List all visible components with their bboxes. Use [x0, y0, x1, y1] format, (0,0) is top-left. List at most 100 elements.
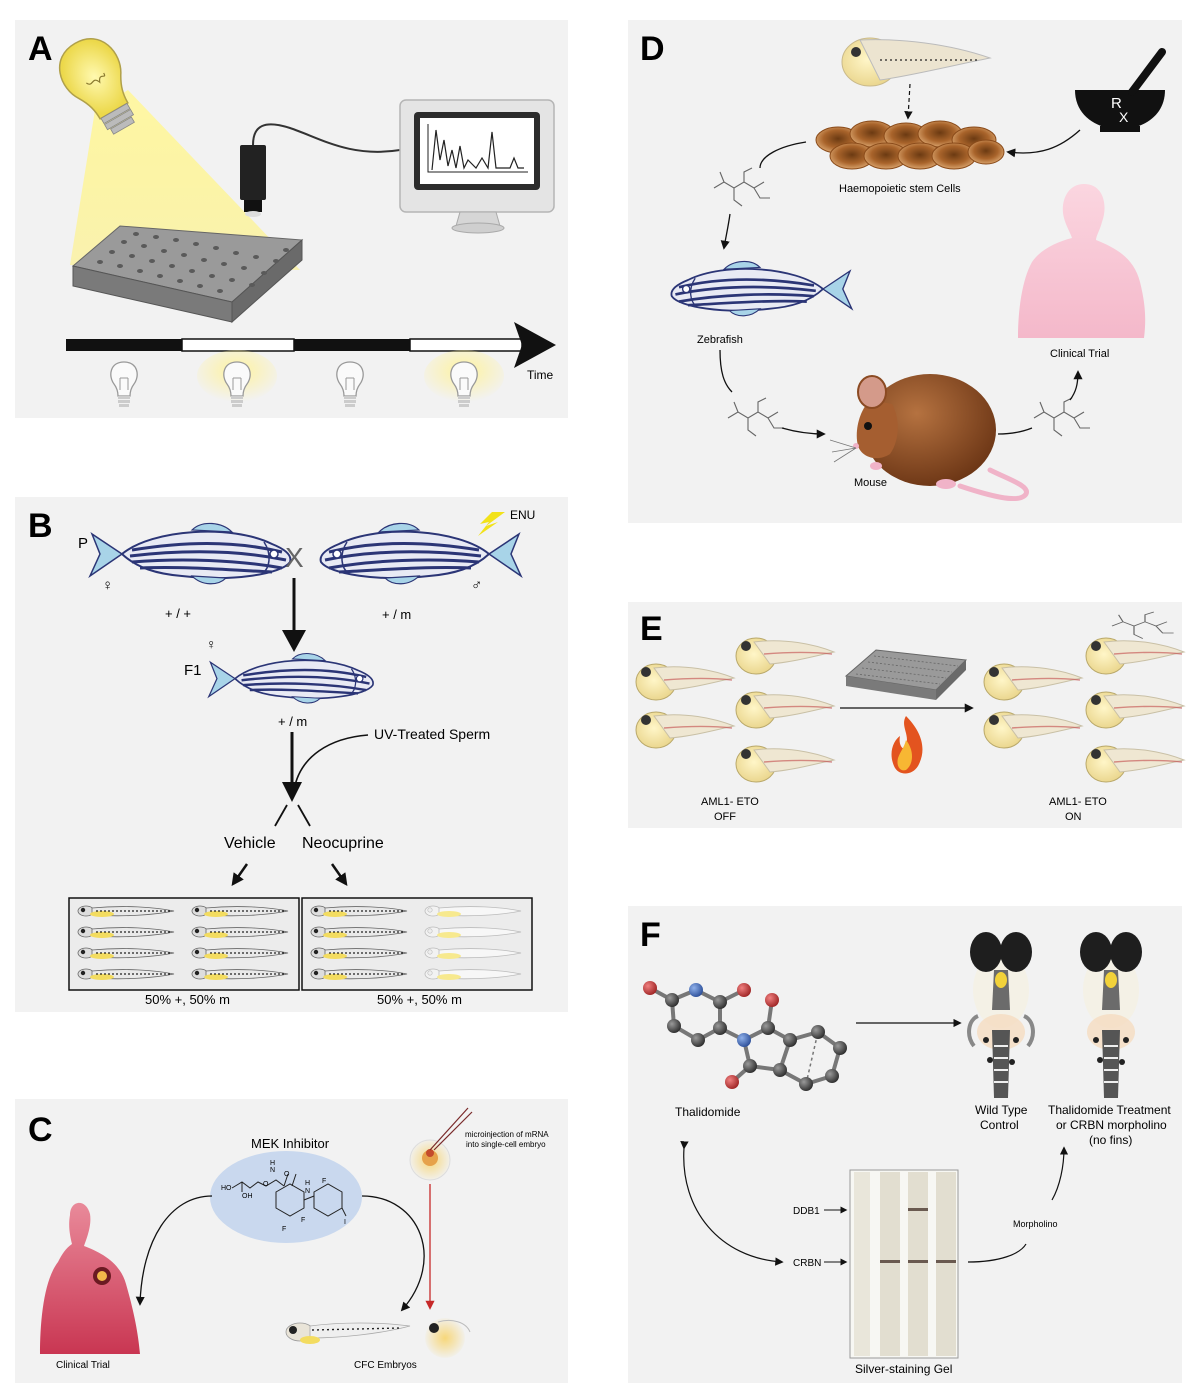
- microinjection-label-line2: into single-cell embryo: [466, 1140, 546, 1149]
- parent-genotype-right: + / m: [382, 607, 411, 622]
- chem-n-amide: N: [270, 1167, 275, 1174]
- mek-molecule-structure: [231, 1173, 347, 1217]
- split-line-right: [297, 804, 311, 827]
- cross-arrowhead: [282, 630, 306, 652]
- morpholino-line: [967, 1243, 1027, 1263]
- lightbulb-icon: [58, 38, 135, 135]
- time-label: Time: [527, 368, 554, 382]
- panel-a: A: [15, 20, 568, 418]
- generation-p-label: P: [78, 535, 88, 552]
- bulb-on-icon: [197, 350, 277, 408]
- aml1-eto-on-label: AML1- ETO: [1049, 796, 1107, 808]
- panel-e-letter: E: [640, 610, 663, 648]
- parent-genotype-left: + / +: [165, 606, 191, 621]
- chem-n-amine: N: [305, 1188, 310, 1195]
- chem-f-mid: F: [301, 1217, 305, 1224]
- panel-d-letter: D: [640, 30, 665, 68]
- zebrafish-larva-icon: [841, 37, 992, 87]
- aml1-eto-off-state: OFF: [714, 811, 736, 823]
- f1-genotype: + / m: [278, 714, 307, 729]
- thalidomide-crbn-arrow: [680, 1141, 784, 1266]
- clinical-trial-label: Clinical Trial: [1050, 348, 1109, 360]
- time-axis: [66, 322, 556, 368]
- ddb1-label: DDB1: [793, 1206, 820, 1217]
- uv-arrow: [293, 734, 369, 791]
- wild-type-control-label: Control: [980, 1118, 1019, 1132]
- split-line-left: [274, 804, 288, 827]
- chem-o-ether: O: [263, 1181, 269, 1188]
- chem-o-carbonyl: O: [284, 1171, 290, 1178]
- drug-to-hsc-arrow: [1006, 129, 1081, 158]
- morpholino-label: Morpholino: [1013, 1219, 1058, 1229]
- aml1-eto-off-label: AML1- ETO: [701, 796, 759, 808]
- mortar-pestle-icon: [1075, 48, 1166, 132]
- zebrafish-label: Zebrafish: [697, 334, 743, 346]
- panel-d: D Haemopoietic stem Cells: [628, 20, 1182, 523]
- microinjection-needle: [429, 1107, 469, 1151]
- neocuprine-arrow: [330, 863, 348, 887]
- f1-female-symbol: ♀: [206, 636, 217, 652]
- chem-ho: HO: [221, 1185, 232, 1192]
- morpholino-arrow: [1051, 1146, 1069, 1201]
- chem-i: I: [344, 1219, 346, 1226]
- time-arrowhead: [514, 322, 556, 368]
- larva-to-hsc-arrow: [904, 83, 913, 120]
- monitor-icon: [399, 99, 555, 234]
- cfc-embryos-label: CFC Embryos: [354, 1360, 417, 1371]
- clinical-trial-label: Clinical Trial: [56, 1360, 110, 1371]
- mouse-line: [997, 427, 1033, 435]
- enu-label: ENU: [510, 508, 535, 522]
- clinical-trial-person-icon: [40, 1202, 140, 1354]
- mouse-label: Mouse: [854, 477, 887, 489]
- mouse-icon: [829, 374, 1029, 502]
- chem-h-amine: H: [305, 1180, 310, 1187]
- compound-to-zebrafish-arrow: [720, 213, 731, 250]
- camera-icon: [240, 123, 401, 217]
- panel-b: B P ♀ X ♂ ENU + / + + / m ♀ F1 + / m UV-…: [15, 497, 568, 1012]
- neocuprine-label: Neocuprine: [302, 835, 384, 852]
- panel-f-letter: F: [640, 916, 661, 954]
- chem-f-top: F: [322, 1178, 326, 1185]
- chem-f-bottom: F: [282, 1226, 286, 1233]
- thalidomide-label: Thalidomide: [675, 1105, 741, 1119]
- no-fins-label: (no fins): [1089, 1133, 1132, 1147]
- chem-oh: OH: [242, 1193, 253, 1200]
- bulb-on-icon: [424, 350, 504, 408]
- wild-type-label: Wild Type: [975, 1103, 1028, 1117]
- clinical-trial-person-icon: [1018, 184, 1146, 338]
- rx-r: R: [1111, 95, 1122, 112]
- treatment-label: Thalidomide Treatment: [1048, 1103, 1171, 1117]
- generation-f1-label: F1: [184, 662, 202, 679]
- to-mouse-arrow: [781, 427, 826, 439]
- zebrafish-line: [719, 349, 733, 393]
- to-clinical-arrow: [135, 1195, 213, 1306]
- no-fins-embryo-icon: [1080, 932, 1142, 1098]
- vehicle-label: Vehicle: [224, 835, 276, 852]
- cfc-embryo-larva: [285, 1322, 411, 1344]
- aml1-eto-on-state: ON: [1065, 811, 1082, 823]
- cross-symbol: X: [285, 542, 304, 573]
- multiwell-plate-icon: [71, 225, 304, 324]
- thalidomide-atoms: [643, 981, 847, 1091]
- panel-f: F: [628, 906, 1182, 1383]
- panel-a-letter: A: [28, 30, 53, 68]
- multiwell-plate-icon: [844, 649, 968, 700]
- chem-h-amide: H: [270, 1160, 275, 1167]
- to-clinical-arrow: [1069, 370, 1083, 401]
- male-symbol: ♂: [471, 577, 482, 594]
- lightning-icon: [478, 512, 505, 536]
- mek-inhibitor-ellipse: [210, 1151, 362, 1243]
- single-cell-embryo-icon: [409, 1139, 451, 1181]
- panel-c-letter: C: [28, 1111, 53, 1149]
- hsc-to-compound-line: [759, 141, 807, 169]
- f1-arrowhead: [282, 782, 302, 802]
- crbn-label: CRBN: [793, 1258, 821, 1269]
- panel-b-letter: B: [28, 507, 53, 545]
- heat-flame-icon: [891, 716, 923, 774]
- neocuprine-ratio: 50% +, 50% m: [377, 992, 462, 1007]
- panel-c: C MEK Inhibitor HO OH O N H O N H F F F …: [15, 1099, 568, 1383]
- crbn-morpholino-label: or CRBN morpholino: [1056, 1118, 1167, 1132]
- cfc-embryo-egg: [425, 1318, 471, 1358]
- wild-type-embryo-icon: [967, 932, 1035, 1098]
